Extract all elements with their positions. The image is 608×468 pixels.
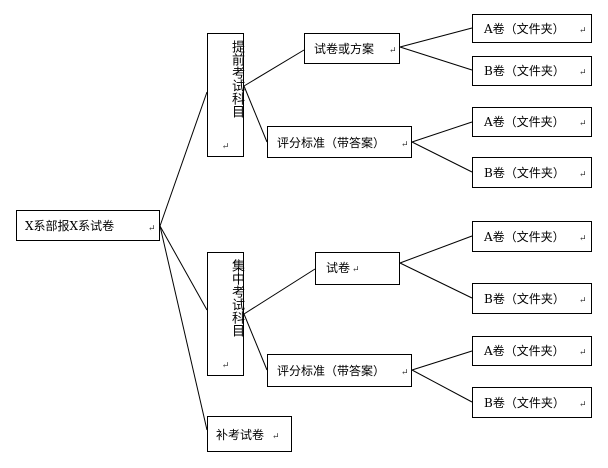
connector-central-grading-a [411, 350, 473, 371]
paragraph-mark: ↵ [352, 265, 360, 275]
node-proposed-paper-b: B卷（文件夹） ↵ [472, 56, 592, 86]
paragraph-mark: ↵ [401, 140, 409, 150]
paragraph-mark: ↵ [401, 368, 409, 378]
node-proposed-grading-a-label: A卷（文件夹） [484, 115, 565, 129]
connector-central-paper-a [399, 235, 473, 264]
paragraph-mark: ↵ [579, 170, 587, 180]
node-proposed-grading: 评分标准（带答案） ↵ [267, 126, 412, 158]
node-proposed-label: 提前考试科目 [229, 40, 244, 118]
node-central-grading-a-label: A卷（文件夹） [484, 344, 565, 358]
paragraph-mark: ↵ [579, 296, 587, 306]
node-proposed-grading-b: B卷（文件夹） ↵ [472, 157, 592, 188]
connector-proposed-paper-b [399, 46, 473, 71]
node-central-grading-label: 评分标准（带答案） [277, 364, 386, 378]
connector-root-central [159, 225, 208, 311]
paragraph-mark: ↵ [579, 119, 587, 129]
paragraph-mark: ↵ [579, 68, 587, 78]
connector-proposed-grading [243, 85, 268, 143]
node-central-paper-a-label: A卷（文件夹） [484, 230, 565, 244]
node-proposed-paper-a-label: A卷（文件夹） [484, 22, 565, 36]
node-central-paper: 试卷 ↵ [315, 252, 400, 285]
node-central-paper-b: B卷（文件夹） ↵ [472, 283, 592, 314]
paragraph-mark: ↵ [221, 142, 230, 152]
node-proposed-grading-b-label: B卷（文件夹） [484, 166, 565, 180]
connector-central-paper [243, 268, 316, 315]
node-proposed-paper-b-label: B卷（文件夹） [484, 64, 565, 78]
node-proposed-grading-label: 评分标准（带答案） [277, 136, 386, 150]
node-central-grading-b: B卷（文件夹） ↵ [472, 387, 592, 418]
node-central: 集中考试科目 ↵ [207, 252, 244, 376]
paragraph-mark: ↵ [221, 361, 230, 371]
node-root: X系部报X系试卷 ↵ [16, 210, 160, 241]
paragraph-mark: ↵ [579, 348, 587, 358]
node-proposed-paper-a: A卷（文件夹） ↵ [472, 14, 592, 43]
node-central-paper-a: A卷（文件夹） ↵ [472, 221, 592, 252]
connector-central-grading-b [411, 369, 473, 403]
connector-root-proposed [159, 91, 208, 227]
node-proposed-paper: 试卷或方案 ↵ [304, 33, 400, 64]
node-proposed: 提前考试科目 ↵ [207, 33, 244, 157]
connector-root-makeup [159, 225, 208, 431]
node-central-grading-b-label: B卷（文件夹） [484, 396, 565, 410]
node-makeup: 补考试卷 ↵ [207, 416, 292, 452]
connector-proposed-paper-a [399, 27, 473, 48]
paragraph-mark: ↵ [389, 46, 397, 56]
node-central-paper-b-label: B卷（文件夹） [484, 292, 565, 306]
node-makeup-label: 补考试卷 [216, 428, 265, 442]
node-central-grading: 评分标准（带答案） ↵ [267, 354, 412, 387]
paragraph-mark: ↵ [148, 224, 156, 234]
node-central-grading-a: A卷（文件夹） ↵ [472, 336, 592, 366]
connector-central-paper-b [399, 262, 473, 299]
paragraph-mark: ↵ [579, 400, 587, 410]
node-central-label: 集中考试科目 [229, 259, 244, 337]
node-proposed-paper-label: 试卷或方案 [314, 42, 375, 56]
node-central-paper-label: 试卷 [326, 261, 351, 275]
connector-proposed-grading-a [411, 121, 473, 143]
node-root-label: X系部报X系试卷 [25, 219, 115, 233]
node-proposed-grading-a: A卷（文件夹） ↵ [472, 107, 592, 137]
paragraph-mark: ↵ [272, 432, 280, 442]
connector-proposed-paper [243, 49, 305, 87]
paragraph-mark: ↵ [579, 26, 587, 36]
paragraph-mark: ↵ [579, 234, 587, 244]
connector-central-grading [243, 313, 268, 371]
connector-proposed-grading-b [411, 141, 473, 173]
